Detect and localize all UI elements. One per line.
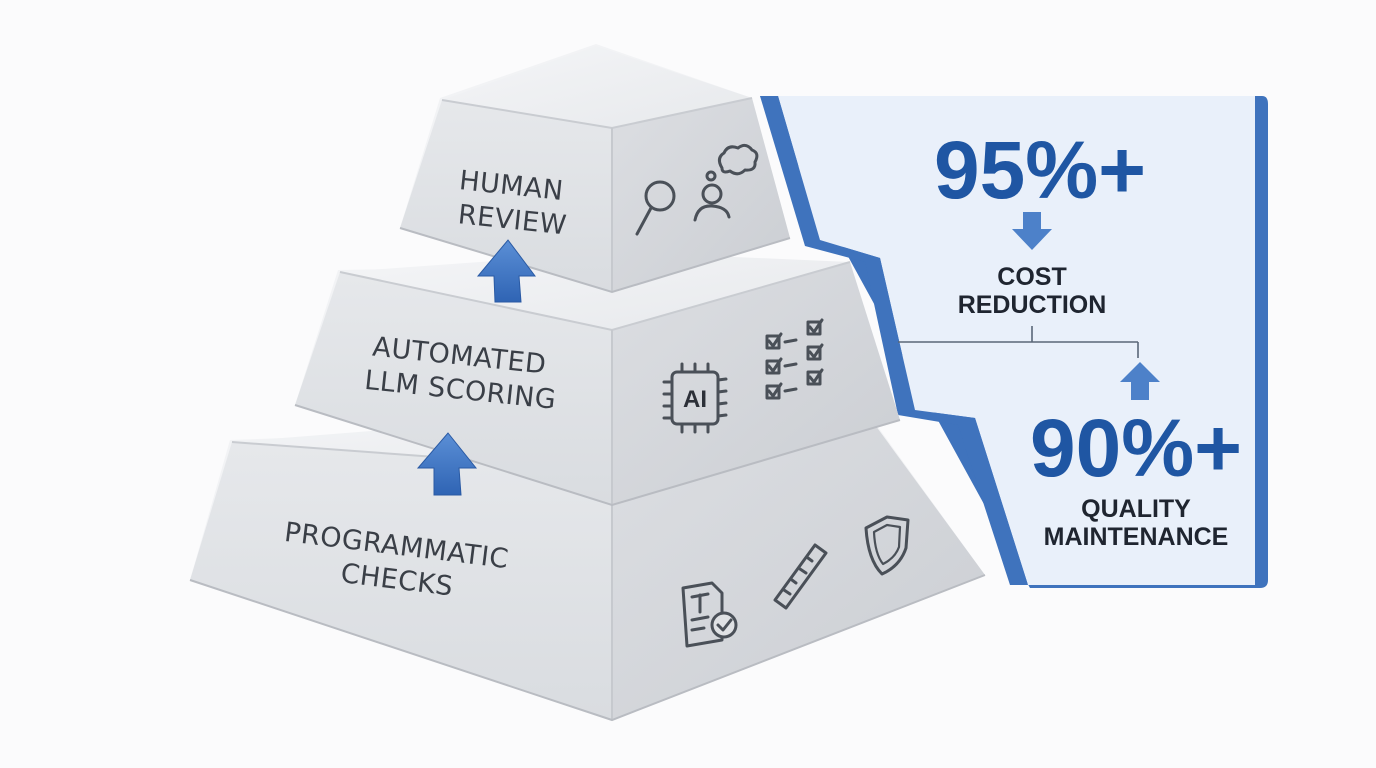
arrow-up-icon bbox=[476, 239, 536, 303]
stat-quality-label-line1: QUALITY bbox=[1081, 495, 1191, 523]
stat-quality-label-line2: MAINTENANCE bbox=[1044, 523, 1229, 551]
arrow-up-icon bbox=[1120, 362, 1160, 400]
magnifier-icon bbox=[635, 180, 676, 236]
arrow-down-icon bbox=[1012, 212, 1052, 250]
ai-chip-icon: AI bbox=[662, 362, 728, 434]
document-check-icon bbox=[681, 581, 738, 648]
stat-cost-value: 95%+ bbox=[934, 125, 1146, 216]
arrow-up-icon bbox=[416, 432, 478, 496]
person-thinking-icon bbox=[693, 143, 759, 222]
shield-icon bbox=[864, 515, 910, 576]
stat-cost-label-line2: REDUCTION bbox=[958, 291, 1107, 319]
connector-lines bbox=[898, 326, 1139, 358]
checklist-icon bbox=[765, 318, 824, 400]
tier-llm-scoring: AUTOMATED LLM SCORING AI bbox=[294, 252, 901, 507]
tier-human-review: HUMAN REVIEW bbox=[399, 44, 791, 294]
stat-cost-label-line1: COST bbox=[997, 263, 1066, 291]
ai-chip-text: AI bbox=[683, 386, 707, 413]
ruler-icon bbox=[773, 543, 828, 610]
tier-programmatic-checks: PROGRAMMATIC CHECKS bbox=[189, 412, 986, 722]
stat-cost-reduction: 95%+ COST REDUCTION bbox=[934, 125, 1146, 319]
stat-quality-maintenance: 90%+ QUALITY MAINTENANCE bbox=[1030, 362, 1242, 551]
stat-quality-value: 90%+ bbox=[1030, 403, 1242, 494]
